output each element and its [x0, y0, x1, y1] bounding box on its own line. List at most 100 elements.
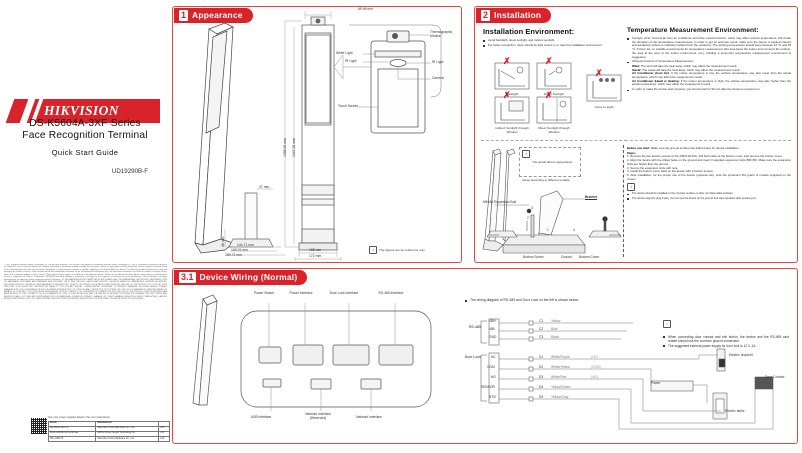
- section-3-number: 3.1: [179, 272, 196, 283]
- step-item: 2. Align the device with the drilled hol…: [627, 158, 791, 166]
- section-1-title: Appearance: [192, 10, 243, 21]
- temp-env-bullet: Sunlight, wind, hot/cool air from air co…: [627, 36, 791, 59]
- before-you-start-term: Before you start:: [627, 146, 651, 150]
- label-electric-dropbolt: Electric dropbolt: [729, 353, 753, 357]
- step-text: Install the bottom cover back on the dev…: [630, 169, 714, 174]
- svg-text:3: 3: [531, 206, 533, 210]
- callout-ir-light-right: IR Light: [432, 60, 444, 64]
- doorlock-tag: (COM): [591, 365, 601, 369]
- label-network-interface: Network Interface: [356, 415, 382, 419]
- doorlock-wire-color: Yellow/Green: [551, 385, 571, 389]
- doorlock-pin-no: D2: [539, 365, 544, 369]
- temp-influence-factors-label: Influence Factors of Temperature Measure…: [627, 60, 791, 64]
- rs485-pin: 485+: [489, 319, 497, 323]
- callout-camera: Camera: [432, 76, 444, 80]
- dim-base-d1: 144.71 mm: [237, 243, 254, 247]
- installation-environment-heading: Installation Environment:: [483, 27, 575, 36]
- dim-base-w1: 165 mm: [309, 248, 322, 252]
- factor-desc: If the indoor temperature is high, the s…: [632, 78, 791, 87]
- appearance-variation-note-text: The actual device appearance varies acco…: [522, 160, 573, 182]
- appearance-drawings: [194, 11, 442, 261]
- installation-environment-block: Installation Environment: Avoid backligh…: [483, 27, 619, 48]
- step-text: Remove the two bottom screws (2-SC-KM3×1…: [630, 154, 783, 159]
- door-lock-group-label: Door Lock: [464, 355, 481, 359]
- label-expansion-bolt: M6×65 Expansion Bolt: [483, 200, 517, 204]
- doorlock-pin: NO: [491, 375, 496, 379]
- svg-text:1: 1: [547, 228, 549, 232]
- power-supply-table-block: Use only power supplies listed in the us…: [30, 416, 170, 443]
- rs485-pin-no: C2: [539, 327, 544, 331]
- section-installation-panel: Installation Environment: Avoid backligh…: [474, 6, 798, 263]
- section-1-header: 1 Appearance: [174, 8, 253, 23]
- cell-rating: 12V: [158, 436, 170, 443]
- wiring-note: When connecting door contact and exit bu…: [663, 335, 789, 343]
- rs485-wire-color: Blue: [551, 327, 558, 331]
- factor-desc: The wind will take the heat away, which …: [640, 63, 738, 68]
- section-1-number: 1: [179, 10, 189, 21]
- step-text: Align the device with the drilled holes …: [627, 158, 791, 166]
- rs485-wire-color: Black: [551, 335, 560, 339]
- callout-touch-screen: Touch Screen: [338, 104, 359, 108]
- section-2-number: 2: [481, 10, 491, 21]
- doorlock-pin: COM: [487, 365, 495, 369]
- temp-factor-cool-air: Air Conditioner (Cool Air): If the indoo…: [627, 71, 791, 80]
- label-bottom-screw: Bottom Screw: [523, 255, 544, 259]
- install-env-bullet: Avoid backlight, direct sunlight, and in…: [483, 38, 619, 43]
- svg-text:2: 2: [527, 216, 529, 220]
- dim-base-height: 46 mm: [221, 236, 225, 247]
- dim-height-inner: 1347.28 mm: [292, 138, 296, 157]
- svg-text:4: 4: [573, 228, 575, 232]
- dim-height-outer: 1398.95 mm: [283, 138, 287, 157]
- appearance-footnote: i The figures are for reference only.: [369, 246, 425, 254]
- steps-before-you-start: Before you start: Make sure the ground s…: [627, 146, 791, 151]
- factor-term: Air Conditioner (Cool Air):: [632, 71, 670, 76]
- legal-notice-text: © 2021 Hangzhou Hikvision Digital Techno…: [4, 264, 167, 301]
- appearance-footnote-text: The figures are for reference only.: [379, 248, 426, 252]
- prohibited-icon: ✗: [545, 90, 553, 100]
- wiring-note: The suggested external power supply for …: [663, 344, 789, 348]
- prohibited-icon: ✗: [503, 90, 511, 100]
- steps-label: Steps:: [627, 150, 636, 155]
- doorlock-wire-color: White/Purple: [551, 355, 570, 359]
- rs485-wire-color: Yellow: [551, 319, 561, 323]
- label-electric-strike: Electric strike: [725, 409, 745, 413]
- product-name-line2: Face Recognition Terminal: [22, 130, 148, 141]
- temperature-environment-block: Temperature Measurement Environment: Sun…: [627, 27, 791, 93]
- appearance-variation-note: i The actual device appearance varies ac…: [519, 147, 581, 182]
- install-env-bullet: For better recognition, there should be …: [483, 43, 619, 48]
- before-you-start-desc: Make sure the ground surface has drilled…: [650, 146, 740, 150]
- factor-desc: If the indoor temperature is low, the su…: [632, 71, 791, 80]
- info-icon: i: [663, 319, 671, 328]
- label-usb-interface: USB Interface: [250, 415, 272, 419]
- step-note: The device should be installed on the co…: [627, 192, 791, 196]
- dim-base-d2: 165.91 mm: [231, 248, 248, 252]
- prohibited-icon: ✗: [503, 56, 511, 66]
- label-bottom-cover: Bottom Cover: [579, 255, 600, 259]
- temp-factor-heating: Air Conditioner (Heat) or Heating: If th…: [627, 78, 791, 87]
- doorlock-pin-no: D5: [539, 395, 544, 399]
- info-icon: i: [522, 150, 530, 158]
- caption-direct-sunlight-window: Direct Sunlight through Window: [538, 126, 570, 134]
- cell-model: KPL-040F-VI: [47, 436, 97, 443]
- label-ground: Ground: [561, 255, 572, 259]
- wiring-notes-block: i When connecting door contact and exit …: [663, 315, 789, 349]
- factor-desc: The sweat will take the heat away, which…: [642, 67, 741, 72]
- section-2-header: 2 Installation: [476, 8, 552, 23]
- doorlock-tag: (NC): [591, 355, 598, 359]
- doorlock-pin-no: D1: [539, 355, 544, 359]
- dim-base-w2: 172 mm: [309, 254, 322, 258]
- section-device-wiring-panel: Power Switch Power Interface Door Lock I…: [172, 268, 798, 444]
- section-divider: [481, 140, 627, 141]
- temp-factor-sweat: Sweat: The sweat will take the heat away…: [627, 67, 791, 73]
- rs485-pin: GND: [489, 335, 497, 339]
- doorlock-wire-color: White/Red: [551, 375, 567, 379]
- factor-term: Sweat:: [632, 67, 642, 72]
- rs485-pin: 485-: [489, 327, 496, 331]
- product-name-line1: DS-K5604A-3XF Series: [29, 118, 141, 129]
- step-item: 4. Install the bottom cover back on the …: [627, 169, 714, 174]
- temp-env-bullet: In order to make the device work properl…: [627, 87, 791, 92]
- hikvision-logo: HIKVISION: [5, 99, 160, 123]
- label-power: Power: [651, 381, 661, 385]
- factor-term: Air Conditioner (Heat) or Heating:: [632, 78, 680, 83]
